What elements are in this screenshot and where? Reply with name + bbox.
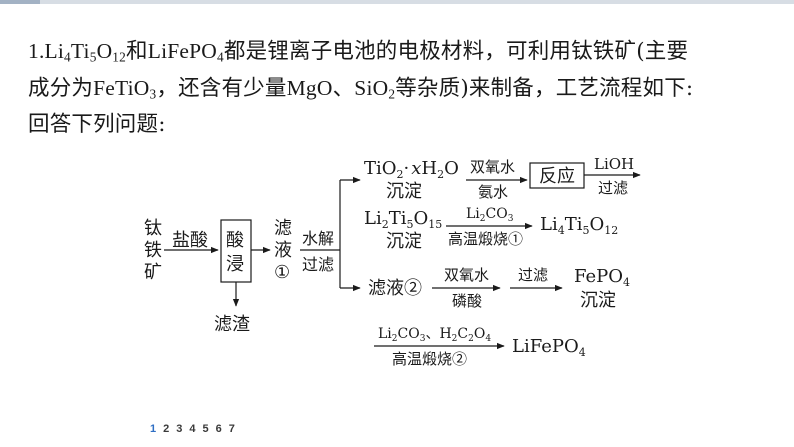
tio2-formula: TiO2·xH2O: [364, 158, 459, 181]
page-link-7[interactable]: 7: [228, 423, 235, 435]
formula-mgo: MgO: [286, 76, 333, 100]
reaction-label: 反应: [539, 166, 575, 187]
calcine2-label: 高温煅烧②: [392, 350, 467, 368]
page-link-4[interactable]: 4: [189, 423, 196, 435]
lioh-label: LiOH: [594, 155, 634, 173]
reagents-calcine2: Li2CO3、H2C2O4: [378, 326, 491, 344]
li2co3-label-a: Li2CO3: [466, 206, 514, 224]
lifepo4-product: LiFePO4: [512, 336, 586, 359]
filter1-label: 过滤: [302, 255, 334, 274]
li4ti5o12-product: Li4Ti5O12: [540, 214, 618, 237]
ammonia-label: 氨水: [478, 183, 508, 201]
li2ti5o15-precipitate: 沉淀: [386, 231, 422, 252]
top-decor-accent: [0, 0, 40, 4]
ore-char-3: 矿: [144, 262, 162, 283]
page-link-1[interactable]: 1: [150, 423, 157, 435]
phosphoric-label: 磷酸: [452, 292, 482, 310]
filter3-label: 过滤: [518, 266, 548, 284]
top-decor-bar: [0, 0, 794, 4]
fepo4-product: FePO4: [574, 266, 630, 289]
text-and: 和: [126, 39, 148, 64]
filtrate1-char-3: ①: [274, 262, 290, 283]
page-link-6[interactable]: 6: [215, 423, 222, 435]
calcine1-label: 高温煅烧①: [448, 230, 523, 248]
filtrate1-char-2: 液: [274, 240, 292, 261]
page-navigator: 1 2 3 4 5 6 7: [150, 423, 235, 437]
h2o2-label-b: 双氧水: [444, 266, 489, 284]
ore-char-2: 铁: [144, 240, 162, 261]
residue-label: 滤渣: [214, 314, 250, 335]
tio2-precipitate: 沉淀: [386, 181, 422, 202]
page-link-3[interactable]: 3: [176, 423, 183, 435]
hydrolysis-label: 水解: [302, 229, 334, 248]
question-number: 1.: [28, 39, 45, 63]
acid-label: 盐酸: [172, 230, 208, 251]
question-line-3: 回答下列问题:: [28, 112, 166, 137]
question-line-1: 1.Li4Ti5O12和LiFePO4都是锂离子电池的电极材料，可利用钛铁矿(主…: [28, 33, 778, 70]
question-line-2: 成分为FeTiO3，还含有少量MgO、SiO2等杂质)来制备，工艺流程如下:: [28, 76, 694, 102]
text-intro: 都是锂离子电池的电极材料，可利用钛铁矿(主要: [223, 39, 689, 64]
ore-char-1: 钛: [144, 218, 162, 239]
h2o2-label: 双氧水: [470, 158, 515, 176]
fepo4-precipitate: 沉淀: [580, 290, 616, 311]
formula-sio2: SiO2: [354, 76, 396, 102]
formula-li4ti5o12: Li4Ti5O12: [44, 39, 127, 65]
page-link-2[interactable]: 2: [163, 423, 170, 435]
leach-char-1: 酸: [226, 230, 244, 251]
filter2-label: 过滤: [598, 179, 628, 197]
question-text: 1.Li4Ti5O12和LiFePO4都是锂离子电池的电极材料，可利用钛铁矿(主…: [28, 33, 778, 143]
formula-fetio3: FeTiO3: [93, 76, 157, 102]
filtrate2-label: 滤液②: [368, 278, 422, 299]
li2ti5o15-formula: Li2Ti5O15: [364, 208, 442, 231]
filtrate1-char-1: 滤: [274, 218, 292, 239]
leach-char-2: 浸: [226, 254, 244, 275]
formula-lifepo4: LiFePO4: [147, 39, 224, 65]
page-link-5[interactable]: 5: [202, 423, 209, 435]
